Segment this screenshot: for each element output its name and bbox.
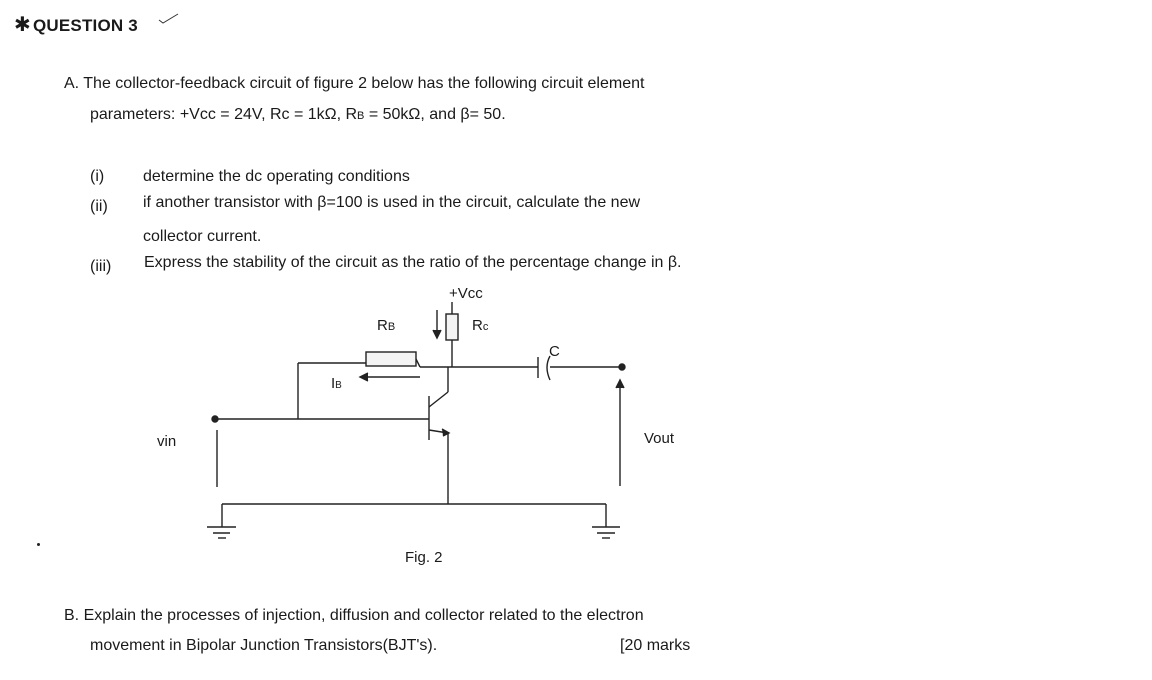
part-a-line-1: A. The collector-feedback circuit of fig… [64, 75, 645, 92]
capacitor-label: C [549, 343, 560, 360]
rb-label: RB [377, 317, 395, 334]
question-title: QUESTION 3 [32, 16, 138, 35]
ib-label: IB [331, 375, 342, 392]
part-b-line-2: movement in Bipolar Junction Transistors… [90, 637, 438, 654]
vin-label: vin [157, 433, 176, 450]
item-1-text: determine the dc operating conditions [143, 168, 410, 185]
part-b-line-1: B. Explain the processes of injection, d… [64, 607, 644, 624]
rc-label: Rc [472, 317, 489, 334]
item-2-number: (ii) [90, 198, 108, 215]
vcc-label: +Vcc [449, 285, 483, 302]
vout-label: Vout [644, 430, 675, 447]
stray-mark [37, 543, 40, 546]
marks-label: [20 marks [620, 637, 691, 654]
question-heading: ✱QUESTION 3 [14, 12, 138, 37]
item-3-number: (iii) [90, 258, 112, 275]
part-a-line-2: parameters: +Vcc = 24V, Rc = 1kΩ, RB = 5… [90, 106, 506, 123]
checkmark-icon [158, 13, 179, 24]
figure-caption: Fig. 2 [405, 549, 443, 566]
item-1-number: (i) [90, 168, 105, 185]
item-3-text: Express the stability of the circuit as … [144, 254, 682, 271]
star-icon: ✱ [14, 14, 31, 36]
item-2-text: if another transistor with β=100 is used… [143, 194, 641, 211]
item-2-continuation: collector current. [143, 228, 262, 245]
